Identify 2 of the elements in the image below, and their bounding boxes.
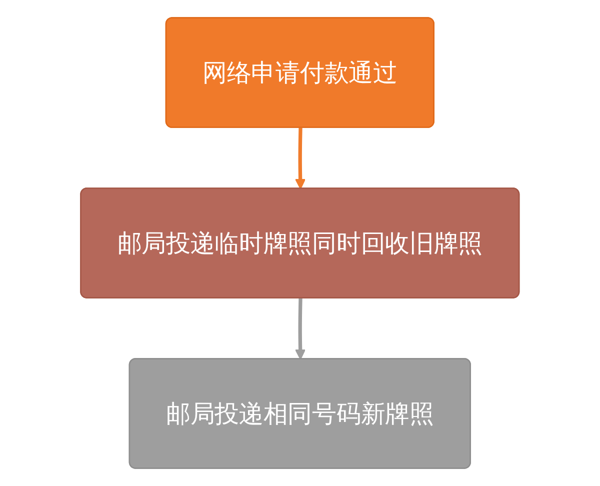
arrow — [295, 128, 306, 190]
arrow — [295, 298, 306, 360]
